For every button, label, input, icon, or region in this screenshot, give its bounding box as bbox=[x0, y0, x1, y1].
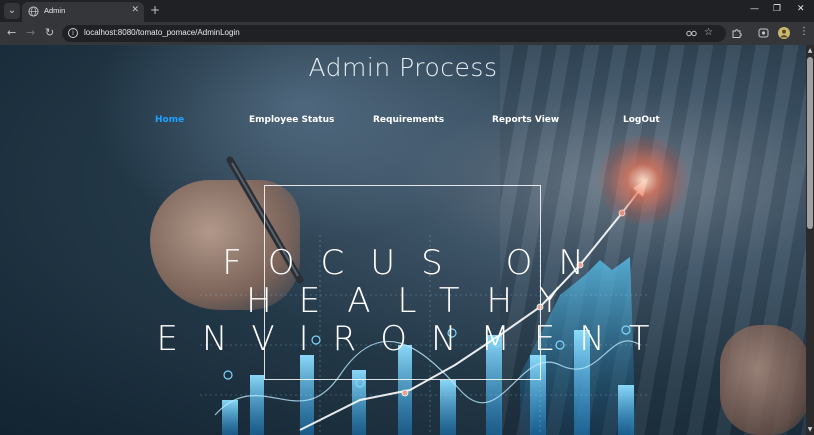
page-title: Admin Process bbox=[308, 53, 498, 82]
back-button[interactable]: ← bbox=[7, 26, 17, 39]
globe-icon bbox=[28, 6, 39, 17]
window-close-button[interactable]: ✕ bbox=[797, 4, 805, 14]
tab-search-chevron-down-icon[interactable]: ⌄ bbox=[4, 3, 20, 19]
bookmark-star-icon[interactable]: ☆ bbox=[704, 27, 713, 38]
browser-tab[interactable]: Admin ✕ bbox=[22, 2, 144, 22]
nav-requirements[interactable]: Requirements bbox=[373, 115, 445, 125]
address-url[interactable]: localhost:8080/tomato_pomace/AdminLogin bbox=[84, 28, 240, 37]
browser-toolbar: ← → ↻ i localhost:8080/tomato_pomace/Adm… bbox=[0, 22, 814, 45]
hero-frame bbox=[264, 185, 541, 380]
glow-highlight bbox=[598, 135, 688, 225]
site-info-icon[interactable]: i bbox=[68, 28, 78, 38]
puzzle-icon[interactable] bbox=[732, 28, 742, 38]
hero-line-2: HEALTHY bbox=[246, 281, 587, 321]
avatar[interactable] bbox=[778, 27, 790, 39]
nav-home[interactable]: Home bbox=[155, 115, 185, 125]
scroll-down-arrow-icon[interactable]: ▼ bbox=[807, 426, 813, 433]
restore-button[interactable]: ❐ bbox=[773, 4, 782, 14]
tab-strip: ⌄ Admin ✕ + — ❐ ✕ bbox=[0, 0, 814, 22]
hero-line-1: FOCUS ON bbox=[222, 243, 610, 283]
nav-employee-status[interactable]: Employee Status bbox=[249, 115, 335, 125]
new-tab-button[interactable]: + bbox=[150, 3, 161, 17]
address-bar[interactable]: i localhost:8080/tomato_pomace/AdminLogi… bbox=[62, 25, 726, 42]
reload-button[interactable]: ↻ bbox=[45, 26, 55, 39]
nav-logout[interactable]: LogOut bbox=[623, 115, 660, 125]
background-hand-left bbox=[150, 180, 300, 310]
scrollbar-thumb[interactable] bbox=[807, 57, 813, 229]
nav-reports-view[interactable]: Reports View bbox=[492, 115, 560, 125]
minimize-button[interactable]: — bbox=[750, 4, 759, 14]
background-hand-right bbox=[720, 325, 806, 435]
media-icon[interactable] bbox=[758, 28, 769, 38]
tab-title: Admin bbox=[44, 6, 66, 15]
tab-close-icon[interactable]: ✕ bbox=[131, 5, 139, 15]
hero-background-graphic bbox=[200, 156, 650, 435]
forward-button[interactable]: → bbox=[26, 26, 36, 39]
page-scrollbar[interactable]: ▲ ▼ bbox=[806, 45, 814, 435]
key-icon[interactable] bbox=[686, 29, 698, 38]
browser-menu-icon[interactable]: ⋮ bbox=[799, 26, 809, 37]
page-content: Admin Process Home Employee Status Requi… bbox=[0, 45, 806, 435]
scroll-up-arrow-icon[interactable]: ▲ bbox=[807, 47, 813, 54]
hero-line-3: ENVIRONMENT bbox=[156, 319, 674, 359]
